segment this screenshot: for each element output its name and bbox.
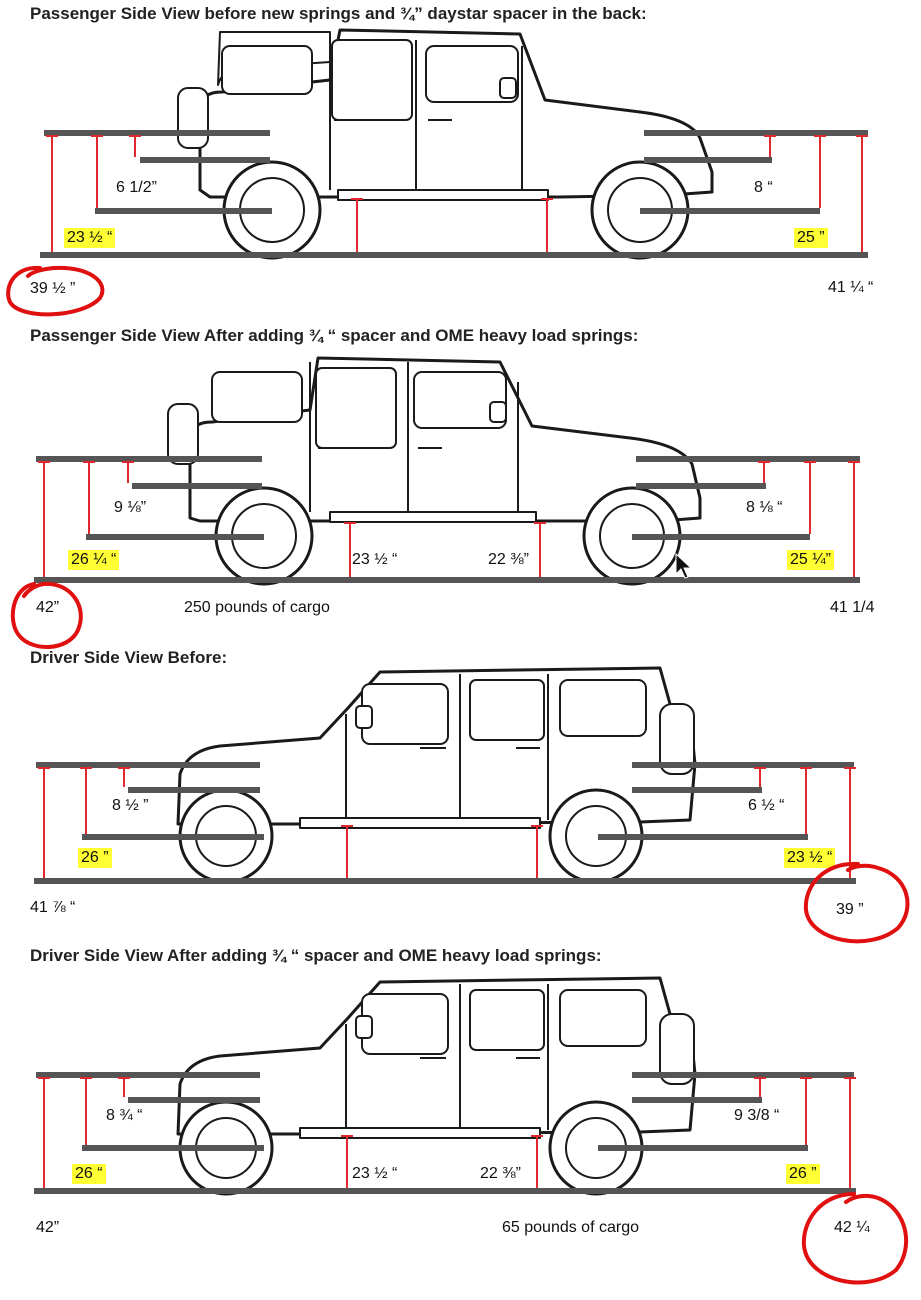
rear-mid-measure: 25 ¼” — [787, 550, 834, 570]
measurement-lines — [38, 767, 856, 878]
panel-driver-before: Driver Side View Before: — [0, 644, 921, 944]
rear-inner-measure: 8 “ — [754, 179, 773, 196]
front-mid-measure: 26 “ — [72, 1164, 106, 1184]
front-mid-measure: 23 ½ “ — [64, 228, 116, 248]
measurement-diagram — [34, 976, 856, 1196]
front-outer-measure: 42” — [36, 599, 60, 616]
front-outer-measure: 42” — [36, 1219, 60, 1236]
rocker-rear-measure: 22 ⅜” — [480, 1165, 521, 1182]
rocker-rear-measure: 22 ⅜” — [488, 551, 529, 568]
jeep-outline-icon — [176, 666, 697, 884]
cargo-note: 65 pounds of cargo — [502, 1219, 639, 1236]
rocker-front-measure: 23 ½ “ — [352, 1165, 398, 1182]
rear-mid-measure: 25 ” — [794, 228, 828, 248]
rear-outer-measure: 41 1/4 — [830, 599, 875, 616]
jeep-outline-icon — [176, 976, 697, 1196]
front-mid-measure: 26 ¼ “ — [68, 550, 120, 570]
rear-inner-measure: 6 ½ “ — [748, 797, 785, 814]
measurement-diagram — [34, 356, 860, 586]
rear-inner-measure: 9 3/8 “ — [734, 1107, 780, 1124]
front-outer-measure: 39 ½ ” — [30, 280, 76, 297]
rear-inner-measure: 8 ⅛ “ — [746, 499, 783, 516]
front-inner-measure: 8 ¾ “ — [106, 1107, 143, 1124]
jeep-outline-icon — [177, 28, 714, 260]
front-inner-measure: 8 ½ ” — [112, 797, 149, 814]
measurement-lines — [38, 461, 860, 577]
panel-title: Passenger Side View before new springs a… — [30, 4, 647, 23]
measurement-lines — [38, 1077, 856, 1188]
panel-title: Passenger Side View After adding ¾ “ spa… — [30, 326, 639, 345]
measurement-diagram — [40, 28, 868, 260]
rear-outer-measure: 39 ” — [836, 901, 864, 918]
jeep-outline-icon — [167, 356, 702, 586]
front-inner-measure: 6 1/2” — [116, 179, 157, 196]
front-mid-measure: 26 ” — [78, 848, 112, 868]
mouse-cursor-icon — [675, 552, 693, 579]
cargo-note: 250 pounds of cargo — [184, 599, 330, 616]
rear-outer-measure: 42 ¼ — [834, 1219, 870, 1236]
measurement-diagram — [34, 666, 856, 884]
panel-title: Driver Side View After adding ¾ “ spacer… — [30, 946, 602, 965]
rear-outer-measure: 41 ¼ “ — [828, 279, 874, 296]
panel-passenger-after: Passenger Side View After adding ¾ “ spa… — [0, 322, 921, 649]
front-outer-measure: 41 ⅞ “ — [30, 899, 76, 916]
rear-mid-measure: 23 ½ “ — [784, 848, 836, 868]
panel-title: Driver Side View Before: — [30, 648, 228, 667]
front-inner-measure: 9 ⅛” — [114, 499, 147, 516]
panel-passenger-before: Passenger Side View before new springs a… — [0, 0, 921, 320]
rocker-front-measure: 23 ½ “ — [352, 551, 398, 568]
measurement-lines — [46, 135, 868, 252]
rear-mid-measure: 26 ” — [786, 1164, 820, 1184]
panel-driver-after: Driver Side View After adding ¾ “ spacer… — [0, 942, 921, 1300]
